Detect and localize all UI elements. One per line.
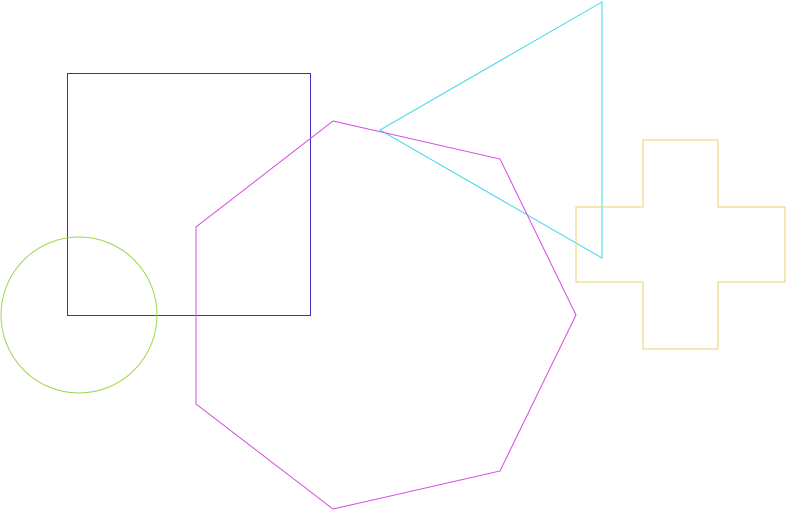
cyan-triangle	[378, 1, 603, 259]
magenta-heptagon	[195, 120, 577, 510]
yellow-cross	[575, 139, 786, 350]
green-circle	[0, 236, 158, 394]
blue-square	[67, 73, 311, 316]
